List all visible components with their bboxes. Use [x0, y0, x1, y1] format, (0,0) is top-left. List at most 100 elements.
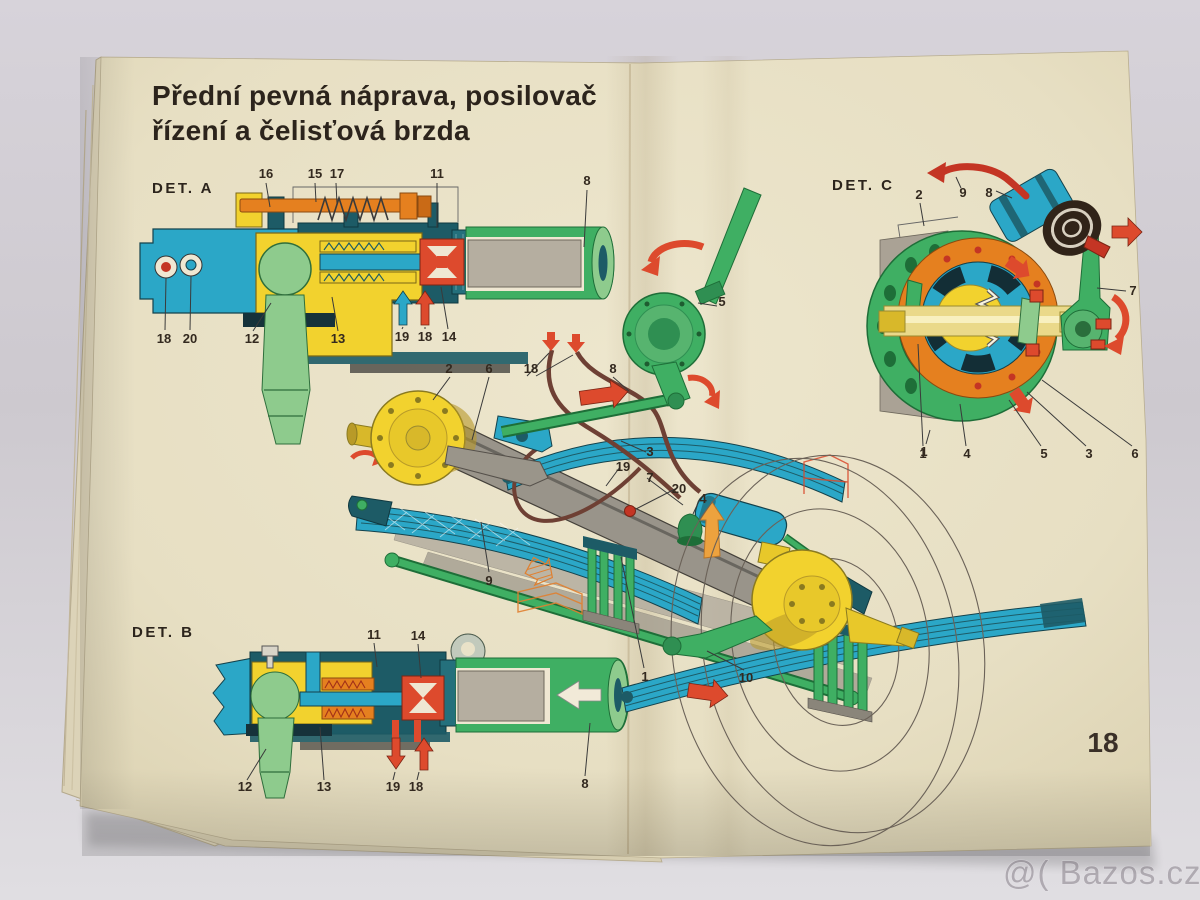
stub-axle — [845, 607, 905, 647]
callout-number: 9 — [485, 573, 492, 588]
callout-number: 14 — [411, 628, 426, 643]
callout-number: 18 — [524, 361, 538, 376]
piston — [457, 670, 545, 722]
ball-stud — [258, 242, 312, 296]
detail-c-callouts: 2 9 8 7 1 4 5 3 6 — [915, 176, 1139, 461]
white-flow-arrow-icon — [556, 680, 602, 710]
callout-number: 2 — [445, 361, 452, 376]
detail-a-callouts: 16 15 17 11 8 18 20 12 13 19 18 14 — [157, 166, 591, 346]
callout-number: 13 — [317, 779, 331, 794]
s-cam — [1017, 297, 1041, 347]
spring-hatching — [374, 507, 531, 547]
red-right-arrow-icon — [578, 379, 629, 409]
coil-spring — [317, 195, 389, 223]
red-up-arrow-icon — [414, 737, 434, 771]
red-arrow-icon — [1004, 256, 1030, 279]
callout-number: 10 — [739, 670, 753, 685]
page-number: 18 — [1087, 727, 1118, 758]
callout-number: 19 — [395, 329, 409, 344]
steering-column — [700, 187, 762, 305]
hose-fitting — [624, 505, 636, 517]
red-arrow-icon — [1009, 387, 1033, 414]
callout-number: 4 — [699, 491, 707, 506]
red-small-arrow-icon — [542, 332, 560, 351]
red-down-arrow-icon — [386, 737, 406, 770]
callout-number: 19 — [616, 459, 630, 474]
callout-number: 3 — [646, 444, 653, 459]
detail-b-label: DET. B — [132, 624, 195, 641]
callout-number: 11 — [367, 627, 381, 642]
callout-number: 13 — [331, 331, 345, 346]
main-axle-diagram: 2 6 18 8 5 3 19 7 20 4 1 9 1 10 — [346, 187, 1087, 847]
detail-c-label: DET. C — [832, 177, 895, 194]
callout-number: 9 — [959, 185, 966, 200]
red-small-arrow-icon — [567, 334, 585, 353]
callout-number: 11 — [430, 166, 444, 181]
pitman-shaft — [261, 294, 311, 445]
red-flow-arrow-icon — [415, 290, 435, 326]
steering-gearbox — [622, 187, 762, 410]
callout-number: 6 — [485, 361, 492, 376]
left-wheel-hub — [346, 390, 477, 486]
callout-number: 12 — [245, 331, 259, 346]
rotation-arrow-icon — [704, 390, 720, 409]
callout-number: 20 — [183, 331, 197, 346]
main-diagram-callouts: 2 6 18 8 5 3 19 7 20 4 1 9 1 10 — [432, 294, 931, 685]
callout-number: 18 — [157, 331, 171, 346]
page-title: Přední pevná náprava, posilovač řízení a… — [152, 80, 597, 146]
callout-number: 16 — [259, 166, 273, 181]
ghost-wheel-outline — [670, 454, 986, 847]
title-line-1: Přední pevná náprava, posilovač — [152, 80, 597, 111]
detail-a-label: DET. A — [152, 180, 214, 197]
leaf-spring-far — [504, 436, 846, 503]
callout-number: 15 — [308, 166, 322, 181]
callout-number: 1 — [919, 446, 926, 461]
hydraulic-channel — [319, 253, 437, 271]
detail-b-diagram: DET. B 11 14 12 13 19 18 8 — [132, 624, 630, 799]
ghost-frame-channel — [517, 582, 583, 616]
callout-number: 17 — [330, 166, 344, 181]
detail-b-callouts: 11 14 12 13 19 18 8 — [238, 627, 591, 794]
callout-number: 5 — [718, 294, 725, 309]
air-hose — [937, 163, 1030, 200]
red-right-arrow-icon — [1111, 217, 1143, 247]
callout-number: 5 — [1040, 446, 1047, 461]
callout-number: 18 — [418, 329, 432, 344]
callout-number: 2 — [915, 187, 922, 202]
red-arrow-icon — [927, 162, 946, 183]
callout-number: 20 — [672, 481, 686, 496]
orange-up-arrow-icon — [699, 501, 725, 559]
detail-a-diagram: DET. A 16 15 — [139, 166, 615, 445]
watermark: @( Bazos.cz — [1003, 854, 1200, 891]
right-steering-knuckle — [750, 541, 920, 651]
callout-number: 8 — [985, 185, 992, 200]
callout-number: 1 — [920, 444, 927, 459]
callout-number: 14 — [442, 329, 457, 344]
callout-number: 6 — [1131, 446, 1138, 461]
ball-stud — [250, 671, 300, 721]
callout-number: 19 — [386, 779, 400, 794]
steering-knuckle-arm — [444, 445, 549, 487]
callout-number: 8 — [583, 173, 590, 188]
brake-chamber — [989, 168, 1111, 259]
callout-number: 4 — [963, 446, 971, 461]
title-line-2: řízení a čelisťová brzda — [152, 115, 470, 146]
rotation-arrow-icon — [641, 256, 660, 276]
callout-number: 8 — [609, 361, 616, 376]
spring-clamp-left — [582, 536, 640, 635]
orange-hatched-arrow-icon — [524, 556, 554, 587]
callout-number: 1 — [641, 669, 648, 684]
callout-number: 12 — [238, 779, 252, 794]
blue-flow-arrow-icon — [393, 290, 413, 326]
red-right-arrow-icon — [686, 678, 729, 709]
callout-number: 7 — [1129, 283, 1136, 298]
flange-bolt-holes — [877, 244, 941, 394]
piston — [467, 239, 582, 288]
callout-number: 7 — [646, 470, 653, 485]
rotation-arrow-icon — [1104, 336, 1124, 355]
callout-number: 18 — [409, 779, 423, 794]
pitman-shaft — [257, 717, 295, 799]
detail-c-diagram: DET. C — [832, 162, 1143, 461]
callout-number: 3 — [1085, 446, 1092, 461]
